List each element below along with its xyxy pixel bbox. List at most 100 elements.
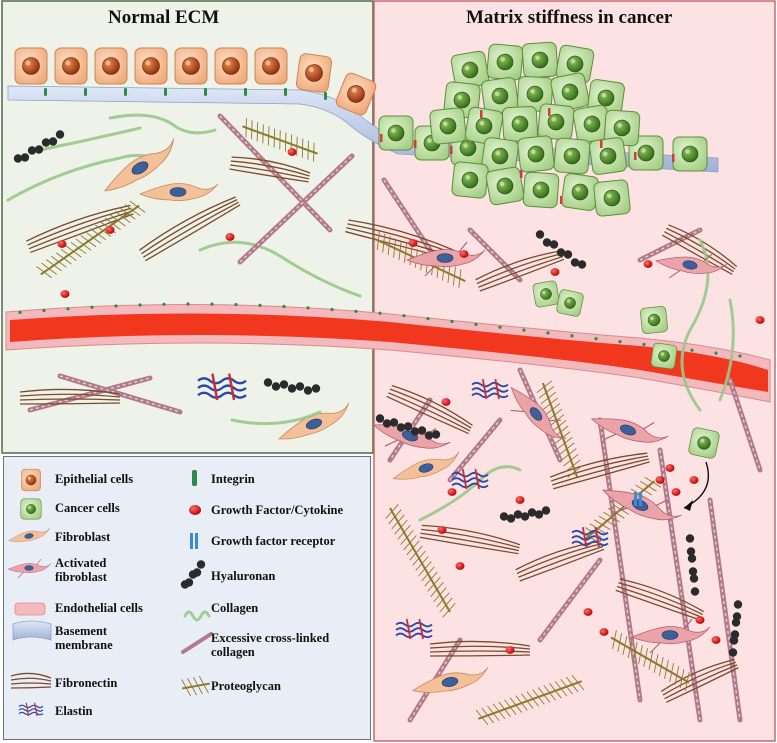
collagen-fiber [718,298,735,402]
growth-factor-dot [225,233,235,241]
blood-lumen [10,313,768,392]
integrin [520,170,523,178]
cancer-cell [451,161,489,199]
endothelial-nucleus [714,351,718,355]
growth-factor-dot [60,290,70,298]
legend-label-activated-fibroblast-1: Activated [55,556,107,570]
fibronectin-bundle [419,524,521,555]
legend-label-fibronectin: Fibronectin [55,676,118,690]
endothelial-nucleus [378,311,382,315]
proteoglycan-bundle [610,630,690,691]
hyaluronan-chain [263,378,321,395]
cancer-cell [464,106,504,146]
collagen-fiber [38,126,142,152]
endothelial-nucleus [354,309,358,313]
cancer-cell [481,137,519,175]
cancer-cell [650,342,678,370]
cancer-cell [481,77,519,115]
epithelial-cell [174,47,208,85]
legend-label-hyaluronan: Hyaluronan [211,569,276,583]
growth-factor-dot [441,398,451,406]
elastin-cluster [451,469,489,490]
growth-factor-dot [755,316,765,324]
collagen-fiber [183,610,211,622]
cancer-cell [672,136,708,172]
endothelial-nucleus [138,303,142,307]
legend-label-basement-membrane-1: Basement [55,624,108,638]
crosslinked-collagen-fiber [727,377,763,473]
legend-label-elastin: Elastin [55,704,93,718]
growth-factor-dot [671,488,681,496]
growth-factor-dot [57,240,67,248]
epithelial-cell [134,47,168,85]
crosslinked-collagen-icon [181,632,213,654]
crosslinked-collagen-fiber [707,497,743,723]
blood-vessel [5,302,771,403]
fibronectin-bundle [19,388,121,405]
crosslinked-collagen-fiber [27,375,153,413]
growth-factor-receptor-icon [195,533,198,549]
epithelial-cell [254,47,288,85]
proteoglycan-bundle [475,674,585,726]
cancer-cell [537,103,575,141]
integrin [634,152,637,160]
signaling-arrowhead [684,500,693,511]
integrin [124,88,127,96]
activated-fibroblast [655,253,727,279]
endothelial-nucleus [18,310,22,314]
endothelial-nucleus [42,308,46,313]
legend-label-cancer-cells: Cancer cells [55,501,120,515]
cancer-cell [501,105,539,143]
cancer-cell [517,135,555,173]
epithelial-cell [295,53,333,93]
growth-factor-dot [447,488,457,496]
integrin-icon [192,470,197,486]
collagen-fiber [108,113,217,135]
growth-factor-dot [459,250,469,258]
growth-factor-receptor [639,492,642,506]
endothelial-nucleus [282,304,286,309]
fibronectin-bundle [515,540,605,582]
endothelial-nucleus [474,322,478,326]
proteoglycan-bundle [385,504,456,618]
endothelial-nucleus [570,334,574,338]
cancer-cell [556,289,584,317]
crosslinked-collagen-fiber [657,447,703,723]
basement-membrane-icon [12,620,52,641]
crosslinked-collagen-fiber [597,417,643,703]
growth-factor-receptor-icon [190,533,193,549]
legend-label-activated-fibroblast-2: fibroblast [55,570,107,584]
growth-factor-dot [505,646,515,654]
proteoglycan-bundle [181,676,210,697]
cancer-cell [485,166,525,206]
legend-label-collagen: Collagen [211,601,259,615]
cancer-ecm-title: Matrix stiffness in cancer [466,7,673,28]
growth-factor-dot [711,636,721,644]
activated-fibroblast [7,558,52,579]
endothelial-nucleus [738,354,742,358]
elastin-cluster [18,702,44,717]
epithelial-cell [54,47,88,85]
integrin [560,196,563,204]
cancer-cell [572,104,612,144]
cancer-cell [593,179,631,217]
legend-label-basement-membrane-2: membrane [55,638,113,652]
growth-factor-receptor [634,492,637,506]
integrin [84,88,87,96]
legend-label-growth-factor-receptor: Growth factor receptor [211,534,336,548]
fibroblast [392,451,460,480]
elastin-cluster [471,379,509,400]
fibronectin-bundle [386,384,473,435]
legend-label-fibroblast: Fibroblast [55,530,111,544]
elastin-cluster [197,373,247,401]
cancer-cell [486,43,524,81]
hyaluronan-chain [499,506,551,523]
endothelial-nucleus [522,328,526,332]
cancer-cell [521,41,559,79]
fibroblast [103,138,175,192]
growth-factor-icon [189,505,201,515]
endothelial-nucleus [426,316,430,321]
growth-factor-dot [655,476,665,484]
cancer-cell [378,115,414,151]
